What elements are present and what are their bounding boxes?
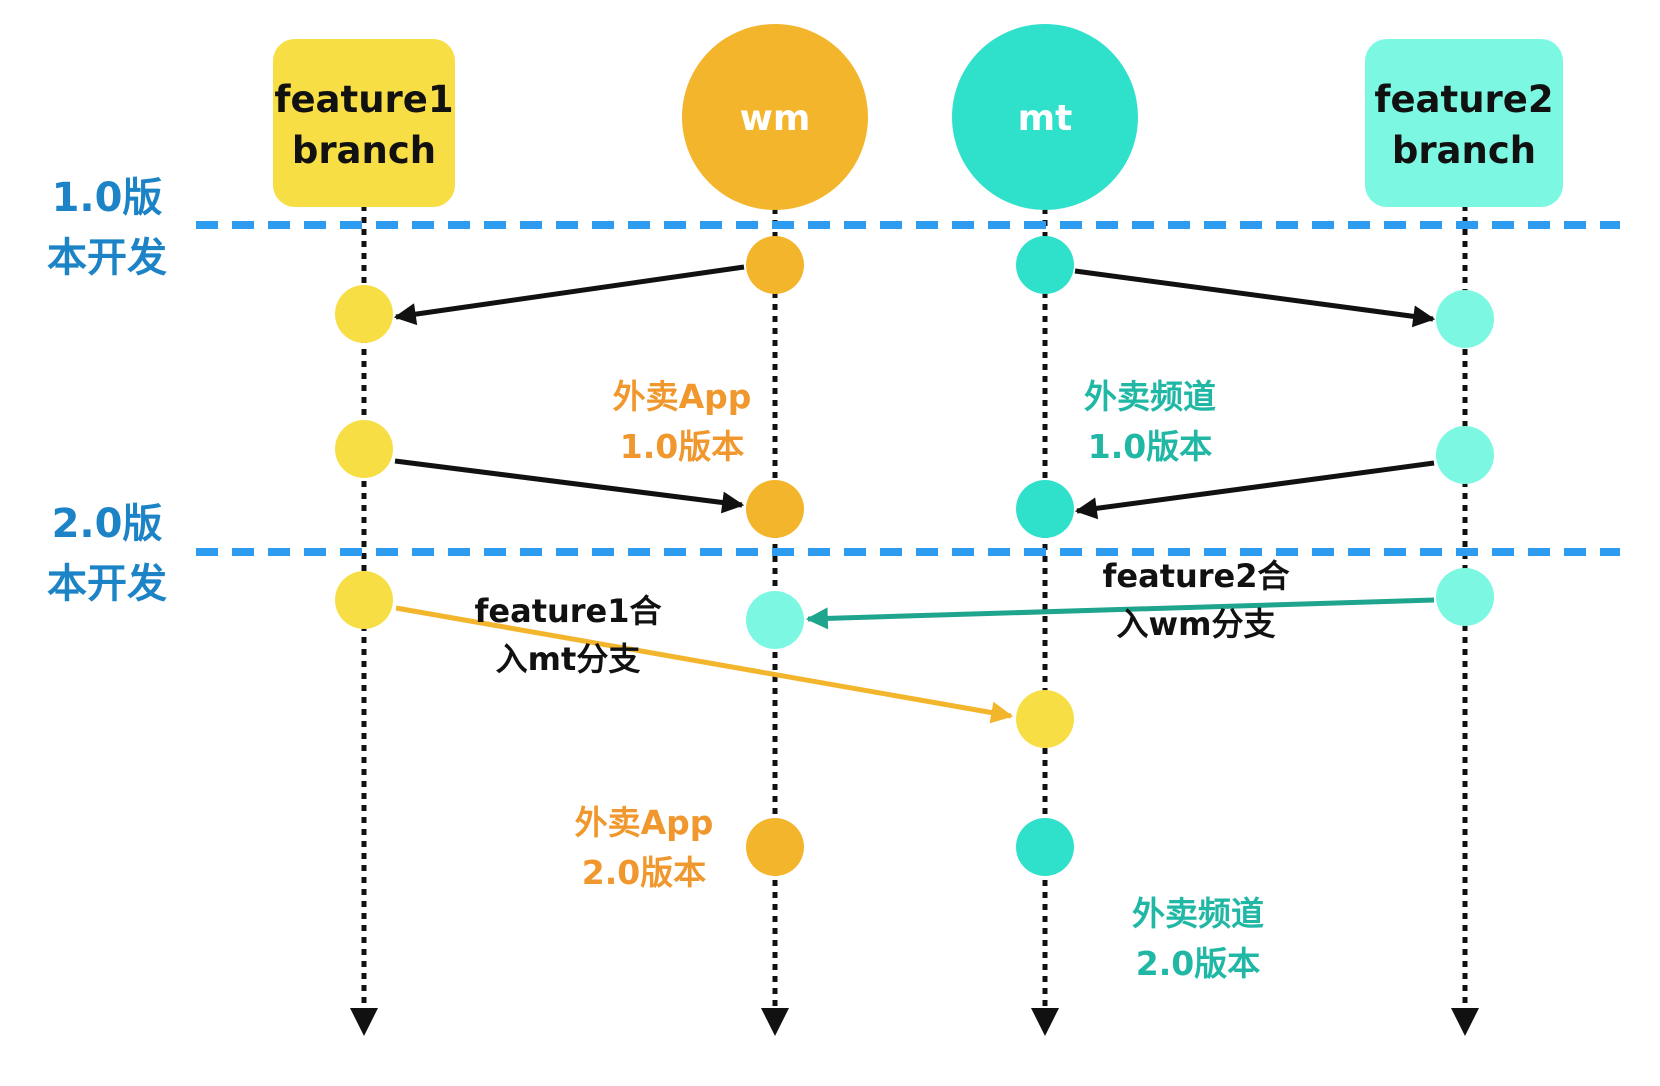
- mt-header-label: mt: [1018, 98, 1073, 139]
- feature2-header-box: [1365, 39, 1563, 207]
- feature1-header-line1: feature1: [274, 78, 453, 121]
- feature2-node-3: [1436, 568, 1494, 626]
- mt-node-merged-feature1: [1016, 690, 1074, 748]
- wm-header-label: wm: [740, 98, 811, 139]
- phase-v1-label-line2: 本开发: [47, 235, 167, 281]
- wm-lifeline-arrowhead: [761, 1008, 789, 1036]
- wm-header-circle: [682, 24, 868, 210]
- feature2-node-2: [1436, 426, 1494, 484]
- feature2-lifeline-arrowhead: [1451, 1008, 1479, 1036]
- arrow-mt-to-feature2: [1074, 268, 1436, 328]
- mt-v1-annotation-line1: 外卖频道: [1084, 377, 1216, 416]
- wm-v1-annotation-line1: 外卖App: [613, 377, 752, 416]
- feature2-header-line2: branch: [1392, 129, 1536, 172]
- wm-v2-annotation-line2: 2.0版本: [582, 853, 706, 892]
- feature2-merge-annotation-line1: feature2合: [1102, 557, 1289, 595]
- feature1-header-line2: branch: [292, 129, 436, 172]
- phase-v2-label-line1: 2.0版: [52, 501, 163, 547]
- wm-node-2: [746, 480, 804, 538]
- arrow-feature1-to-wm: [394, 458, 745, 514]
- phase-v1-label-line1: 1.0版: [52, 175, 163, 221]
- feature2-node-1: [1436, 290, 1494, 348]
- mt-node-3: [1016, 818, 1074, 876]
- feature1-merge-annotation-line2: 入mt分支: [496, 640, 641, 678]
- feature1-lifeline-arrowhead: [350, 1008, 378, 1036]
- feature2-header-line1: feature2: [1374, 78, 1553, 121]
- feature2-merge-annotation-line2: 入wm分支: [1117, 605, 1276, 643]
- wm-node-merged-feature2: [746, 591, 804, 649]
- wm-node-3: [746, 818, 804, 876]
- wm-v1-annotation-line2: 1.0版本: [620, 427, 744, 466]
- wm-v2-annotation-line1: 外卖App: [575, 803, 714, 842]
- wm-node-1: [746, 236, 804, 294]
- feature1-merge-annotation-line1: feature1合: [474, 592, 661, 630]
- arrow-feature1-merge-to-mt: [395, 605, 1014, 724]
- arrow-wm-to-feature1: [393, 264, 745, 326]
- arrow-feature2-merge-to-wm: [805, 597, 1435, 630]
- feature1-node-2: [335, 420, 393, 478]
- mt-v1-annotation-line2: 1.0版本: [1088, 427, 1212, 466]
- mt-v2-annotation-line2: 2.0版本: [1136, 944, 1260, 983]
- feature1-node-1: [335, 285, 393, 343]
- mt-node-2: [1016, 480, 1074, 538]
- mt-header-circle: [952, 24, 1138, 210]
- mt-v2-annotation-line1: 外卖频道: [1132, 894, 1264, 933]
- mt-lifeline-arrowhead: [1031, 1008, 1059, 1036]
- arrow-feature2-to-mt: [1074, 460, 1435, 520]
- feature1-header-box: [273, 39, 455, 207]
- feature1-node-3: [335, 571, 393, 629]
- phase-v2-label-line2: 本开发: [47, 561, 167, 607]
- mt-node-1: [1016, 236, 1074, 294]
